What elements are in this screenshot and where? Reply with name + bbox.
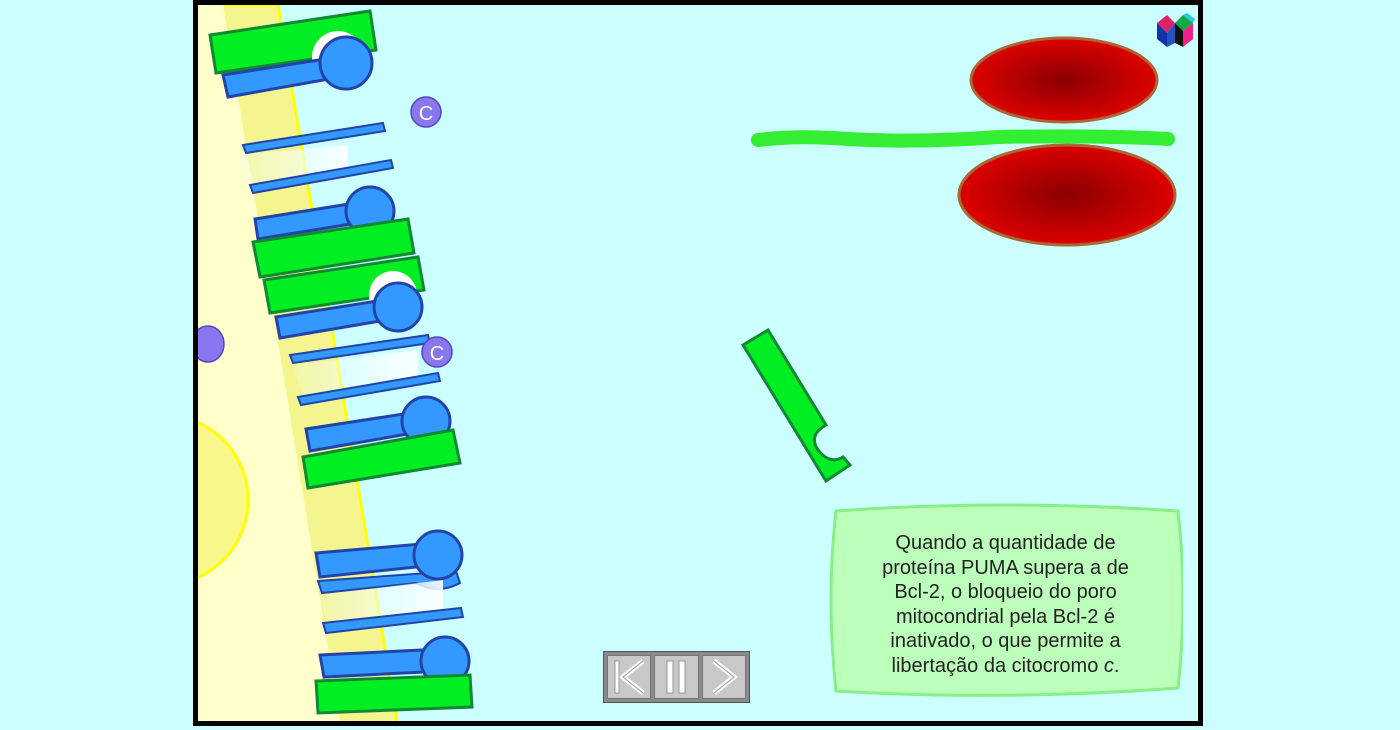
vesicle-shape [198,420,250,580]
svg-text:C: C [419,103,433,125]
next-icon [712,659,738,695]
animation-stage: C [193,0,1203,726]
bcl2-complex-4 [301,395,462,490]
free-bcl2 [740,327,853,484]
svg-text:C: C [430,343,444,365]
next-button[interactable] [701,655,746,699]
cytochrome-c-1: C [410,96,442,128]
pause-icon [666,660,686,694]
bcl2-complex-6 [314,635,474,715]
mitochondrion-2 [957,143,1177,247]
cytochrome-c-2: C [421,336,453,368]
publisher-logo [1157,13,1195,47]
lipid-tails-1 [238,121,395,195]
membrane-scene: C [198,5,1177,721]
caption-text: Quando a quantidade de proteína PUMA sup… [882,532,1129,677]
pause-button[interactable] [654,655,699,699]
playback-controls [603,651,750,703]
first-button[interactable] [607,655,652,699]
caption-panel: Quando a quantidade de proteína PUMA sup… [828,503,1183,698]
bcl2-complex-1 [208,9,378,99]
cytochrome-c-released [198,325,225,363]
lipid-tails-2 [288,333,442,407]
mitochondrion-1 [969,36,1159,124]
bcl2-complex-3 [262,255,426,340]
phospholipid-5 [314,529,465,635]
bcl2-complex-2 [251,185,416,279]
puma-line [751,129,1175,148]
first-icon [614,659,645,695]
